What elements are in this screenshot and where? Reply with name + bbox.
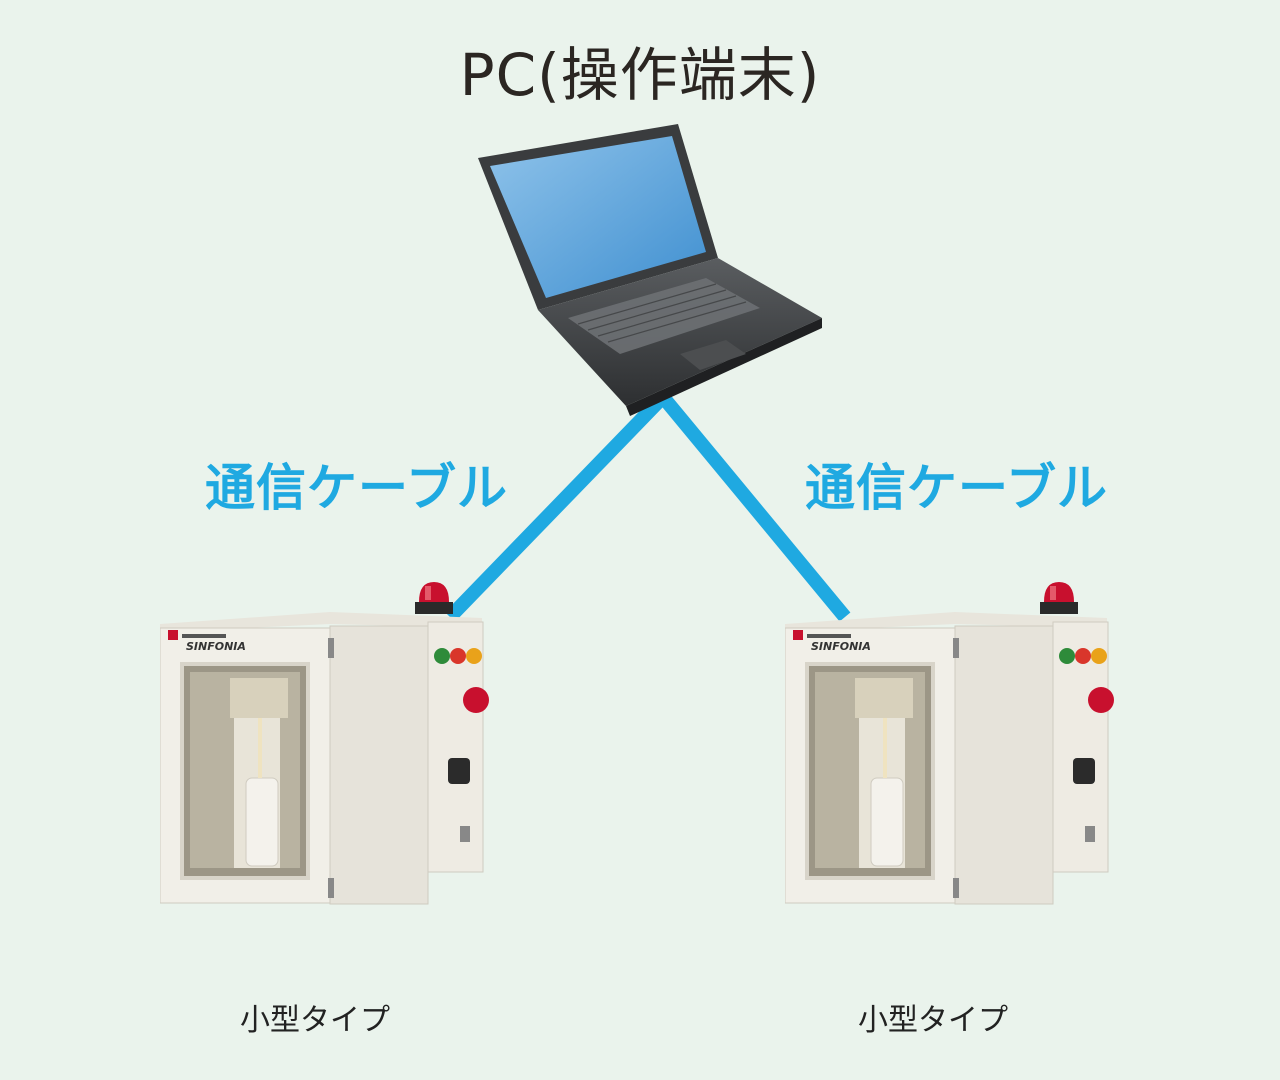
analyzer-cabinet-icon xyxy=(785,578,1115,928)
status-lamp-yellow xyxy=(466,648,482,664)
cable-label-left: 通信ケーブル xyxy=(205,448,508,520)
emergency-stop-button xyxy=(463,687,489,713)
laptop-icon xyxy=(470,118,830,418)
device-brand-left: SINFONIA xyxy=(186,640,246,653)
warning-beacon-icon xyxy=(1040,582,1078,614)
unit-label-right: 小型タイプ xyxy=(858,995,1008,1039)
logo-mark xyxy=(793,630,803,640)
cable-label-right: 通信ケーブル xyxy=(805,448,1108,520)
unit-label-left: 小型タイプ xyxy=(240,995,390,1039)
warning-beacon-icon xyxy=(415,582,453,614)
emergency-stop-button xyxy=(1088,687,1114,713)
logo-mark xyxy=(168,630,178,640)
analyzer-cabinet-icon xyxy=(160,578,490,928)
status-lamp-green xyxy=(1059,648,1075,664)
status-lamp-red xyxy=(1075,648,1091,664)
status-lamp-red xyxy=(450,648,466,664)
page-title: PC(操作端末) xyxy=(0,28,1280,112)
status-lamp-yellow xyxy=(1091,648,1107,664)
status-lamp-green xyxy=(434,648,450,664)
device-brand-right: SINFONIA xyxy=(811,640,871,653)
